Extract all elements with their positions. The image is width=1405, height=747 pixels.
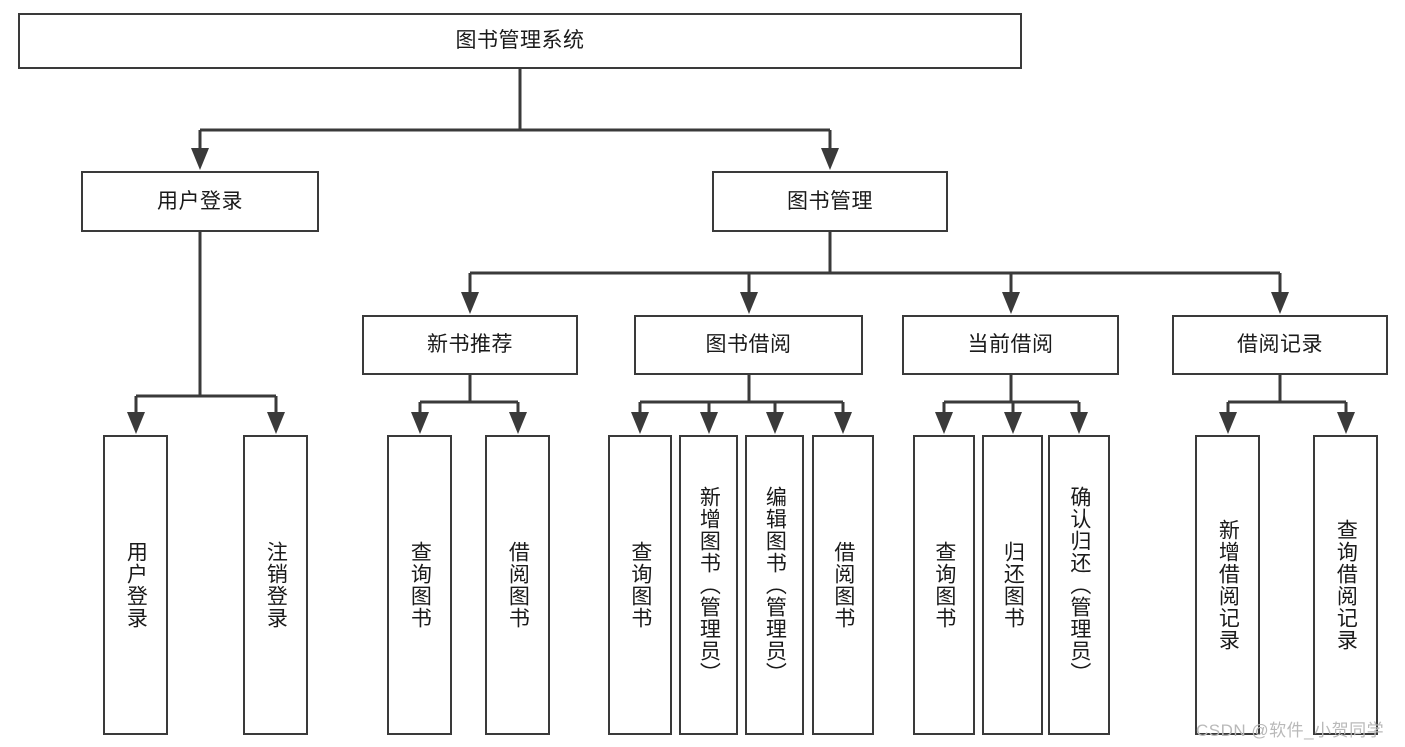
- arrow-head: [1002, 292, 1020, 314]
- arrow-head: [740, 292, 758, 314]
- node-label: 借阅图书: [831, 541, 855, 629]
- node-l2-book: 图书管理: [712, 171, 948, 232]
- node-label: 借阅图书: [506, 541, 530, 629]
- node-l4-new-borrow: 借阅图书: [485, 435, 550, 735]
- watermark-label: CSDN @软件_小贺同学: [1196, 721, 1385, 740]
- node-l4-user-logout: 注销登录: [243, 435, 308, 735]
- arrow-head: [834, 412, 852, 434]
- arrow-head: [127, 412, 145, 434]
- arrow-head: [821, 148, 839, 170]
- node-label: 查询图书: [932, 541, 956, 629]
- node-l4-cur-confirm: 确认归还（管理员）: [1048, 435, 1110, 735]
- node-l4-cur-return: 归还图书: [982, 435, 1043, 735]
- node-l4-user-login: 用户登录: [103, 435, 168, 735]
- node-l4-br-lend: 借阅图书: [812, 435, 874, 735]
- arrow-head: [1271, 292, 1289, 314]
- arrow-head: [461, 292, 479, 314]
- arrow-head: [509, 412, 527, 434]
- node-l4-rec-add: 新增借阅记录: [1195, 435, 1260, 735]
- arrow-head: [935, 412, 953, 434]
- arrow-head: [631, 412, 649, 434]
- arrow-head: [191, 148, 209, 170]
- node-l4-br-add: 新增图书（管理员）: [679, 435, 738, 735]
- node-l3-record: 借阅记录: [1172, 315, 1388, 375]
- node-label: 归还图书: [1001, 541, 1025, 629]
- node-label: 图书借阅: [705, 333, 792, 357]
- node-label: 注销登录: [264, 541, 288, 629]
- node-label: 借阅记录: [1237, 333, 1323, 357]
- node-label: 查询图书: [408, 541, 432, 629]
- node-label: 编辑图书（管理员）: [763, 486, 787, 684]
- node-l4-br-query: 查询图书: [608, 435, 672, 735]
- node-label: 当前借阅: [967, 333, 1054, 357]
- node-l4-rec-query: 查询借阅记录: [1313, 435, 1378, 735]
- node-label: 新增图书（管理员）: [697, 486, 721, 684]
- arrow-head: [1070, 412, 1088, 434]
- arrow-head: [700, 412, 718, 434]
- node-l3-new: 新书推荐: [362, 315, 578, 375]
- arrow-head: [411, 412, 429, 434]
- node-label: 用户登录: [124, 541, 148, 629]
- node-l4-br-edit: 编辑图书（管理员）: [745, 435, 804, 735]
- node-label: 图书管理: [787, 189, 873, 213]
- node-l4-cur-query: 查询图书: [913, 435, 975, 735]
- arrow-head: [1219, 412, 1237, 434]
- node-l3-current: 当前借阅: [902, 315, 1119, 375]
- node-root: 图书管理系统: [18, 13, 1022, 69]
- node-l2-user: 用户登录: [81, 171, 319, 232]
- node-label: 新增借阅记录: [1216, 519, 1240, 651]
- arrow-head: [1337, 412, 1355, 434]
- node-label: 查询图书: [628, 541, 652, 629]
- node-l4-new-query: 查询图书: [387, 435, 452, 735]
- node-label: 新书推荐: [427, 333, 513, 357]
- arrow-head: [1004, 412, 1022, 434]
- node-label: 查询借阅记录: [1334, 519, 1358, 651]
- node-label: 确认归还（管理员）: [1067, 486, 1091, 684]
- arrow-head: [267, 412, 285, 434]
- node-label: 图书管理系统: [455, 29, 585, 53]
- node-label: 用户登录: [157, 189, 243, 213]
- node-l3-borrow: 图书借阅: [634, 315, 863, 375]
- arrow-head: [766, 412, 784, 434]
